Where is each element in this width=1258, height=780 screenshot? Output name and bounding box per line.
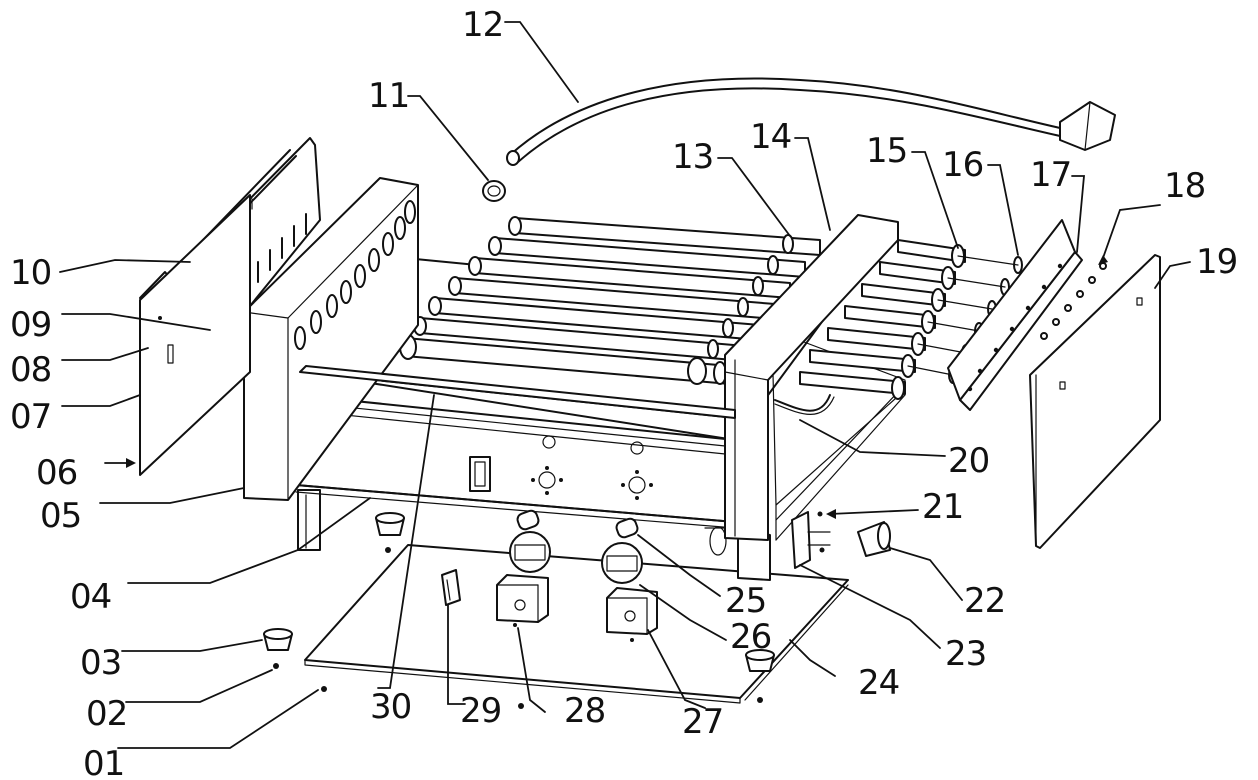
callout-22: 22 <box>964 581 1005 621</box>
callout-27: 27 <box>682 702 723 742</box>
callout-29: 29 <box>460 691 501 731</box>
callout-02: 02 <box>86 694 127 734</box>
knob-right <box>601 517 643 584</box>
callout-18: 18 <box>1164 166 1205 206</box>
callout-05: 05 <box>40 496 81 536</box>
callout-01: 01 <box>83 744 124 780</box>
callout-30: 30 <box>370 687 411 727</box>
callout-15: 15 <box>866 131 907 171</box>
callout-12: 12 <box>462 5 503 45</box>
callout-20: 20 <box>948 441 989 481</box>
wire-harness <box>774 394 831 412</box>
roller-rings <box>687 234 794 385</box>
base-screws <box>321 686 524 709</box>
bearing-bracket <box>947 219 1083 411</box>
callout-08: 08 <box>10 350 51 390</box>
foot-front-left <box>263 628 293 669</box>
thermostat-mark-right <box>621 441 653 500</box>
thermostat-mark-left <box>531 435 563 495</box>
right-panel <box>724 214 899 541</box>
left-panel-holes <box>294 200 416 350</box>
base-plate <box>304 544 849 704</box>
grommet <box>482 180 506 202</box>
callout-19: 19 <box>1196 242 1237 282</box>
callout-03: 03 <box>80 643 121 683</box>
rocker-switch <box>441 569 461 606</box>
callout-28: 28 <box>564 691 605 731</box>
terminal-block <box>791 511 831 569</box>
knob-left <box>509 509 551 573</box>
callout-11: 11 <box>368 76 409 116</box>
crumb-tray <box>299 365 736 419</box>
power-cord <box>506 77 1116 166</box>
callout-26: 26 <box>730 617 771 657</box>
callout-07: 07 <box>10 397 51 437</box>
callout-10: 10 <box>10 253 51 293</box>
bracket-screws <box>1040 262 1107 340</box>
cord-grommet <box>857 521 891 557</box>
thermostat-right <box>606 587 658 642</box>
left-panel <box>243 177 419 501</box>
right-cover-plate <box>1029 254 1161 549</box>
callout-04: 04 <box>70 577 111 617</box>
drive-shafts <box>799 239 1023 400</box>
callout-24: 24 <box>858 663 899 703</box>
bracket-holes <box>967 263 1063 392</box>
callout-13: 13 <box>672 137 713 177</box>
callout-labels: 01 02 03 04 05 06 07 08 09 10 11 12 13 1… <box>10 5 1238 780</box>
callout-21: 21 <box>922 487 963 527</box>
leader-lines <box>59 21 1191 749</box>
callout-09: 09 <box>10 305 51 345</box>
callout-23: 23 <box>945 634 986 674</box>
callout-06: 06 <box>36 453 77 493</box>
callout-14: 14 <box>750 117 791 157</box>
callout-25: 25 <box>725 581 766 621</box>
foot-front-right <box>745 649 775 703</box>
roller-set <box>399 216 821 385</box>
plug <box>1059 101 1116 151</box>
left-cover-plate <box>139 194 251 476</box>
callout-16: 16 <box>942 145 983 185</box>
callout-17: 17 <box>1030 155 1071 195</box>
foot-rear <box>375 512 405 553</box>
thermostat-left <box>496 574 549 627</box>
